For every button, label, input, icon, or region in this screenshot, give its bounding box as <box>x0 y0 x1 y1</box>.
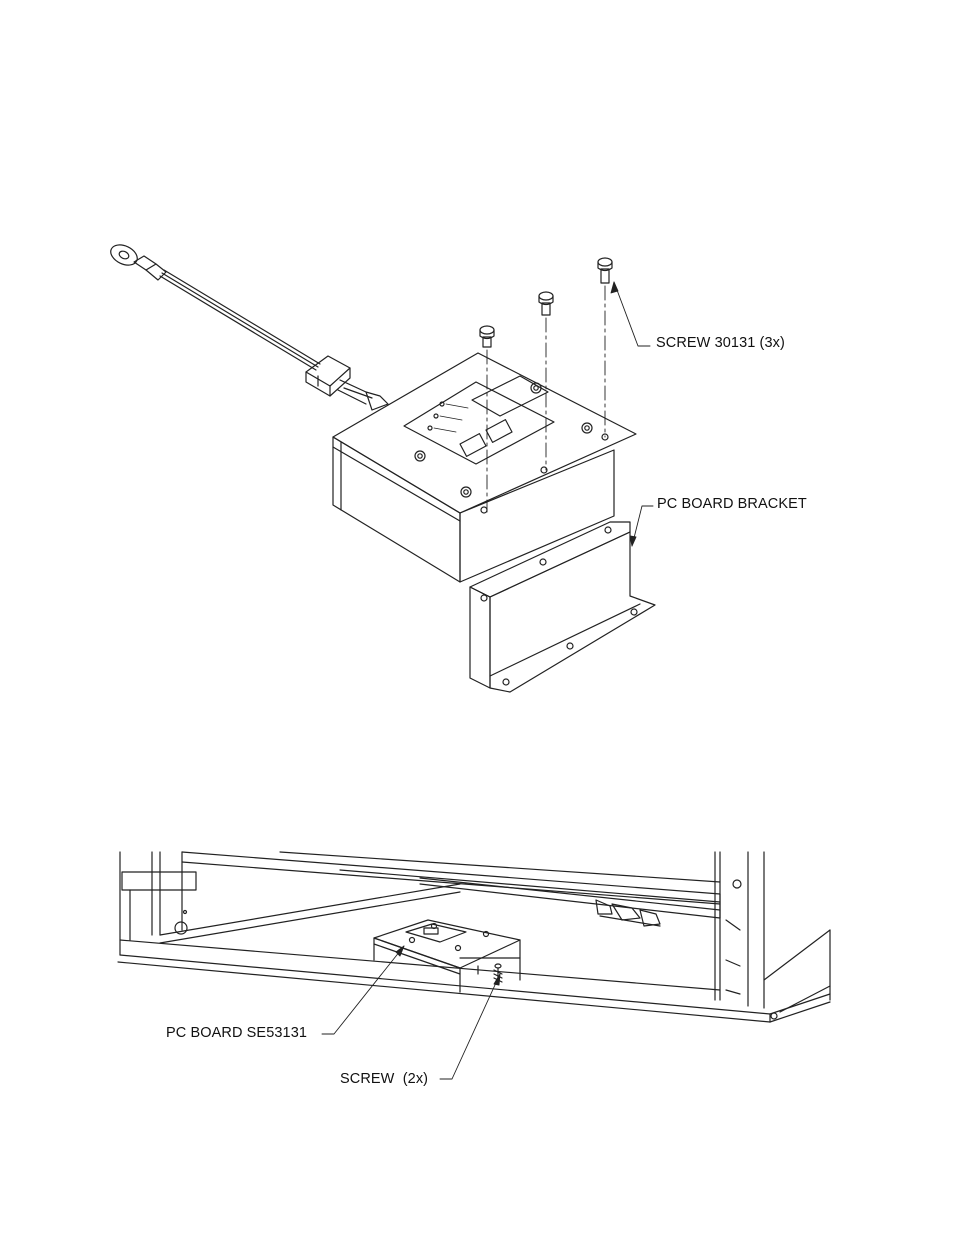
latch-hardware <box>596 900 660 926</box>
upper-rails <box>182 852 720 918</box>
base-tray <box>118 884 830 1022</box>
top-exploded-view <box>108 241 655 692</box>
screws-30131 <box>480 258 612 512</box>
pc-board-bracket <box>470 522 655 692</box>
callout-screw-2x: SCREW (2x) <box>340 1071 429 1087</box>
callout-pc-board-se53131: PC BOARD SE53131 <box>166 1025 308 1041</box>
ring-terminal-lead <box>108 241 388 410</box>
callout-screw-30131: SCREW 30131 (3x) <box>656 335 785 351</box>
callout-pc-board-bracket: PC BOARD BRACKET <box>657 496 807 512</box>
bottom-installed-view <box>118 852 830 1079</box>
control-box <box>333 353 636 582</box>
right-frame <box>715 852 830 1008</box>
installed-pc-board <box>374 920 520 992</box>
left-frame <box>120 852 196 955</box>
top-leaders <box>611 282 653 546</box>
bottom-leaders <box>322 946 500 1079</box>
